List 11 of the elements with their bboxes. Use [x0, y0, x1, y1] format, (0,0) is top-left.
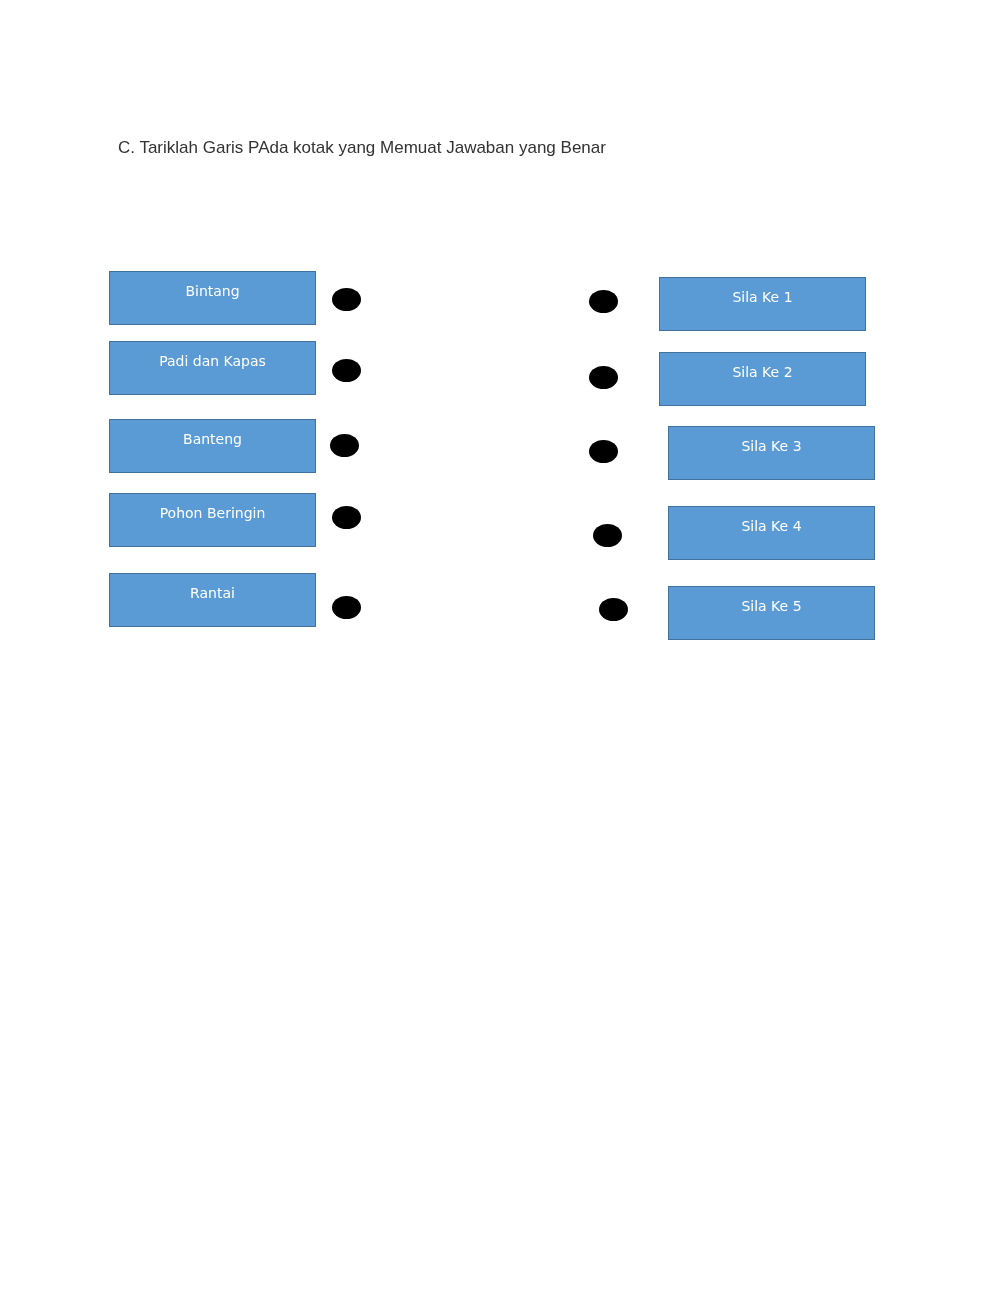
instruction-heading: C. Tariklah Garis PAda kotak yang Memuat Jawaban yang Benar: [118, 138, 606, 158]
answer-card: Bintang: [109, 271, 316, 325]
answer-card: Sila Ke 5: [668, 586, 875, 640]
answer-card: Sila Ke 2: [659, 352, 866, 406]
answer-card: Pohon Beringin: [109, 493, 316, 547]
answer-card: Sila Ke 1: [659, 277, 866, 331]
answer-card: Sila Ke 4: [668, 506, 875, 560]
answer-card: Sila Ke 3: [668, 426, 875, 480]
answer-card: Rantai: [109, 573, 316, 627]
answer-card: Padi dan Kapas: [109, 341, 316, 395]
answer-card: Banteng: [109, 419, 316, 473]
